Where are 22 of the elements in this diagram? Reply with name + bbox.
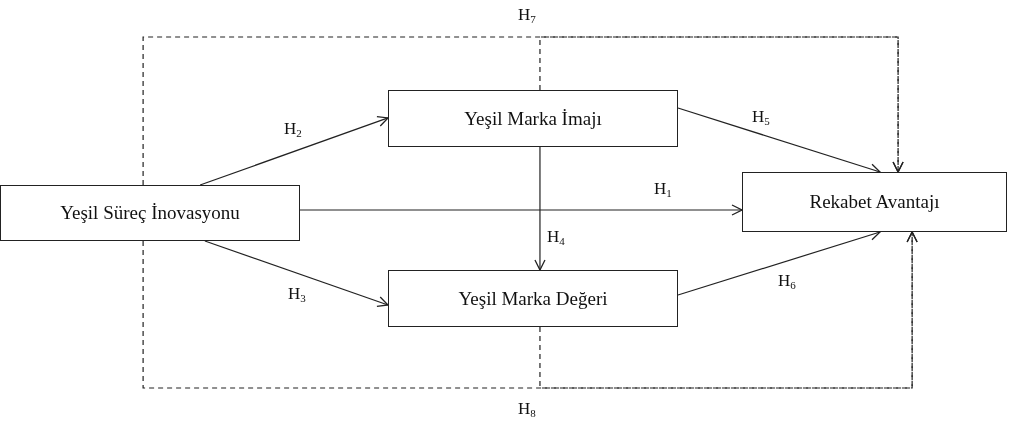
edge-label: H$_{3}$	[286, 285, 308, 305]
arrow	[199, 115, 389, 186]
edge-label: H$_{4}$	[545, 228, 567, 248]
construct-box	[388, 270, 678, 327]
construct-label: Yeşil Süreç İnovasyonu	[60, 202, 240, 224]
arrow	[539, 231, 918, 389]
construct-label: Rekabet Avantajı	[809, 191, 940, 213]
construct-box	[742, 172, 1007, 232]
edge-label: H$_{7}$	[516, 6, 538, 26]
arrow	[204, 240, 389, 308]
construct-box	[0, 185, 300, 241]
edge-label: H$_{6}$	[776, 272, 798, 292]
edge-label: H$_{8}$	[516, 400, 538, 420]
arrow	[539, 36, 904, 173]
arrow	[534, 146, 546, 271]
construct-box	[388, 90, 678, 147]
edge-label: H$_{2}$	[282, 120, 304, 140]
edge-label: H$_{5}$	[750, 108, 772, 128]
edge-label: H$_{1}$	[652, 180, 674, 200]
arrow	[299, 204, 743, 216]
construct-label: Yeşil Marka Değeri	[458, 287, 608, 310]
construct-label: Yeşil Marka İmajı	[464, 107, 602, 130]
